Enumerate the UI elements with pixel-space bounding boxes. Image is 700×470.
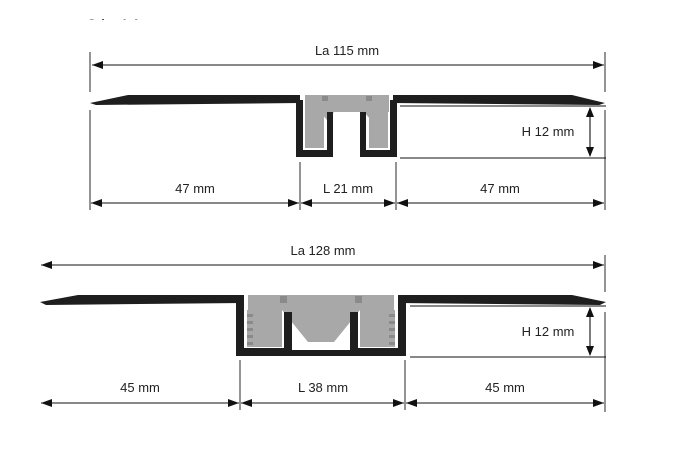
total-width-dimension: La 128 mm: [41, 243, 606, 292]
total-width-label: La 128 mm: [290, 243, 355, 258]
profile-section: [40, 295, 606, 356]
bottom-dimensions: 47 mm L 21 mm 47 mm: [89, 110, 606, 210]
right-width-label: 47 mm: [480, 181, 520, 196]
center-width-label: L 21 mm: [323, 181, 373, 196]
height-dimension: H 12 mm: [410, 305, 606, 358]
profile-2: La 128 mm: [40, 243, 606, 412]
height-label: H 12 mm: [522, 124, 575, 139]
profile-section: [90, 95, 605, 157]
header-fragment: Schn. A-A: [80, 14, 190, 32]
height-label: H 12 mm: [522, 324, 575, 339]
right-width-label: 45 mm: [485, 380, 525, 395]
center-width-label: L 38 mm: [298, 380, 348, 395]
total-width-dimension: La 115 mm: [89, 43, 606, 92]
left-width-label: 45 mm: [120, 380, 160, 395]
left-width-label: 47 mm: [175, 181, 215, 196]
height-dimension: H 12 mm: [400, 105, 606, 159]
bottom-dimensions: 45 mm L 38 mm 45 mm: [41, 312, 606, 412]
profile-1: La 115 mm H 12 mm: [89, 43, 606, 210]
total-width-label: La 115 mm: [315, 43, 379, 58]
